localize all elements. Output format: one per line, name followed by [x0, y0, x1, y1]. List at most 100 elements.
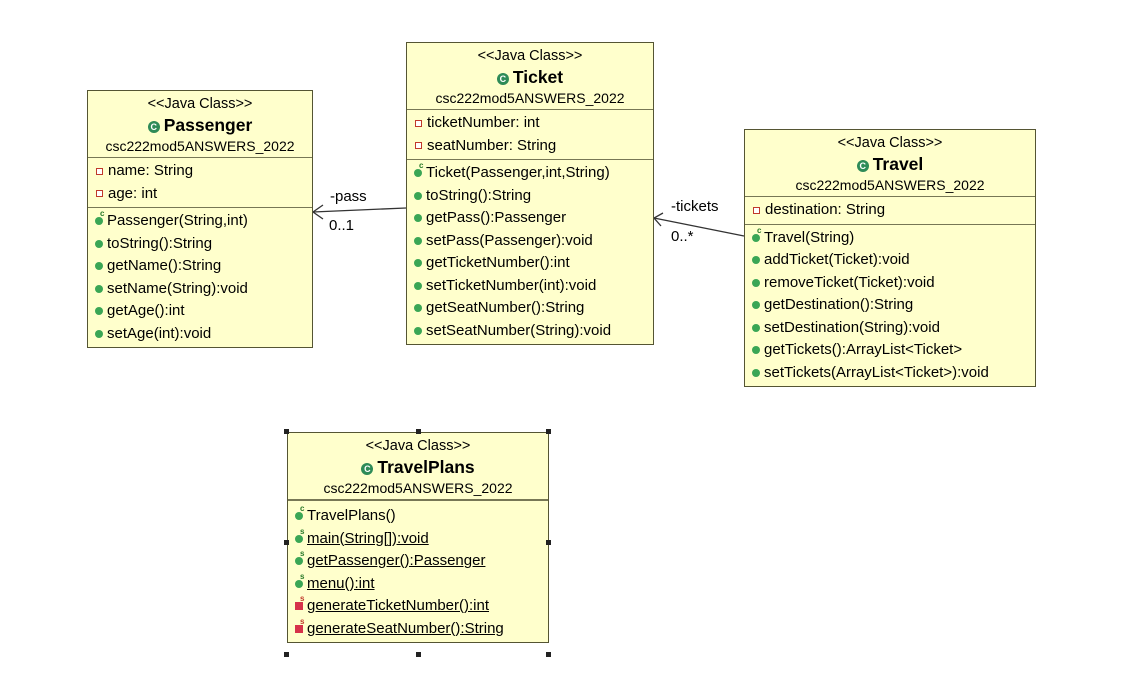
method-row[interactable]: setSeatNumber(String):void — [414, 320, 653, 343]
public-method-icon — [414, 259, 422, 268]
method-label: TravelPlans() — [307, 507, 396, 524]
method-row[interactable]: toString():String — [95, 233, 312, 256]
public-method-icon — [414, 214, 422, 223]
private-static-method-icon: s — [295, 617, 304, 633]
resize-handle-n[interactable] — [416, 429, 421, 434]
public-method-icon — [414, 281, 422, 290]
field-label: age: int — [108, 184, 158, 202]
method-label: setTicketNumber(int):void — [426, 276, 597, 294]
private-field-icon — [753, 206, 760, 214]
package-name: csc222mod5ANSWERS_2022 — [323, 480, 513, 496]
tickets-multiplicity-label: 0..* — [671, 228, 694, 245]
method-label: getTicketNumber():int — [426, 254, 570, 271]
private-field-icon — [96, 190, 103, 198]
method-row[interactable]: removeTicket(Ticket):void — [752, 272, 1035, 295]
resize-handle-w[interactable] — [284, 540, 289, 545]
public-method-icon — [752, 301, 760, 310]
pass-arrowhead — [311, 204, 324, 220]
class-name: Passenger — [163, 115, 253, 135]
method-label: getName():String — [107, 257, 222, 274]
method-label: setAge(int):void — [107, 324, 212, 342]
public-method-icon — [752, 278, 760, 287]
method-label: getSeatNumber():String — [426, 299, 585, 316]
public-method-icon — [752, 346, 760, 355]
method-label: getAge():int — [107, 302, 185, 319]
method-row[interactable]: toString():String — [414, 185, 653, 208]
method-row[interactable]: getName():String — [95, 255, 312, 278]
constructor-icon: c — [95, 210, 104, 226]
field-row[interactable]: name: String — [95, 160, 312, 183]
resize-handle-nw[interactable] — [284, 429, 289, 434]
stereotype: <<Java Class>> — [365, 438, 471, 454]
public-method-icon — [414, 236, 422, 245]
method-label: getPassenger():Passenger — [307, 552, 486, 569]
method-row[interactable]: getAge():int — [95, 300, 312, 323]
stereotype: <<Java Class>> — [147, 96, 253, 112]
method-row[interactable]: setTickets(ArrayList<Ticket>):void — [752, 362, 1035, 385]
package-name: csc222mod5ANSWERS_2022 — [435, 90, 625, 106]
method-row[interactable]: getTickets():ArrayList<Ticket> — [752, 339, 1035, 362]
method-row[interactable]: setTicketNumber(int):void — [414, 275, 653, 298]
method-row[interactable]: getPass():Passenger — [414, 207, 653, 230]
resize-handle-ne[interactable] — [546, 429, 551, 434]
method-row[interactable]: setPass(Passenger):void — [414, 230, 653, 253]
constructor-icon: c — [752, 226, 761, 242]
field-label: destination: String — [765, 201, 886, 218]
tickets-arrowhead — [652, 212, 664, 227]
method-row[interactable]: setAge(int):void — [95, 323, 312, 346]
method-row[interactable]: addTicket(Ticket):void — [752, 249, 1035, 272]
private-field-icon — [96, 167, 103, 175]
method-label: removeTicket(Ticket):void — [764, 273, 935, 291]
field-row[interactable]: age: int — [95, 183, 312, 206]
tickets-role-label: -tickets — [671, 198, 719, 215]
field-row[interactable]: seatNumber: String — [414, 135, 653, 158]
method-label: getPass():Passenger — [426, 209, 567, 226]
pass-multiplicity-label: 0..1 — [329, 217, 355, 234]
field-label: seatNumber: String — [427, 136, 557, 154]
method-label: toString():String — [107, 234, 213, 252]
resize-handle-s[interactable] — [416, 652, 421, 657]
method-label: Passenger(String,int) — [107, 212, 248, 229]
field-row[interactable]: destination: String — [752, 199, 1035, 222]
class-name: TravelPlans — [377, 457, 475, 477]
class-icon: C — [856, 160, 869, 172]
method-row[interactable]: getDestination():String — [752, 294, 1035, 317]
fields-section: name: String age: int — [88, 158, 312, 208]
field-row[interactable]: ticketNumber: int — [414, 112, 653, 135]
stereotype: <<Java Class>> — [837, 135, 943, 151]
resize-handle-sw[interactable] — [284, 652, 289, 657]
method-row[interactable]: getTicketNumber():int — [414, 252, 653, 275]
pass-association-line — [312, 207, 407, 213]
method-label: generateTicketNumber():int — [307, 597, 490, 614]
method-label: menu():int — [307, 574, 375, 592]
resize-handle-e[interactable] — [546, 540, 551, 545]
method-label: setName(String):void — [107, 279, 248, 297]
method-row[interactable]: setName(String):void — [95, 278, 312, 301]
static-method-icon: s — [295, 572, 304, 588]
method-label: getDestination():String — [764, 296, 914, 313]
public-method-icon — [752, 256, 760, 265]
method-label: Travel(String) — [764, 228, 855, 246]
method-row[interactable]: getSeatNumber():String — [414, 297, 653, 320]
class-name: Ticket — [512, 67, 564, 87]
method-row[interactable]: setDestination(String):void — [752, 317, 1035, 340]
resize-handle-se[interactable] — [546, 652, 551, 657]
fields-section: ticketNumber: int seatNumber: String — [407, 110, 653, 160]
